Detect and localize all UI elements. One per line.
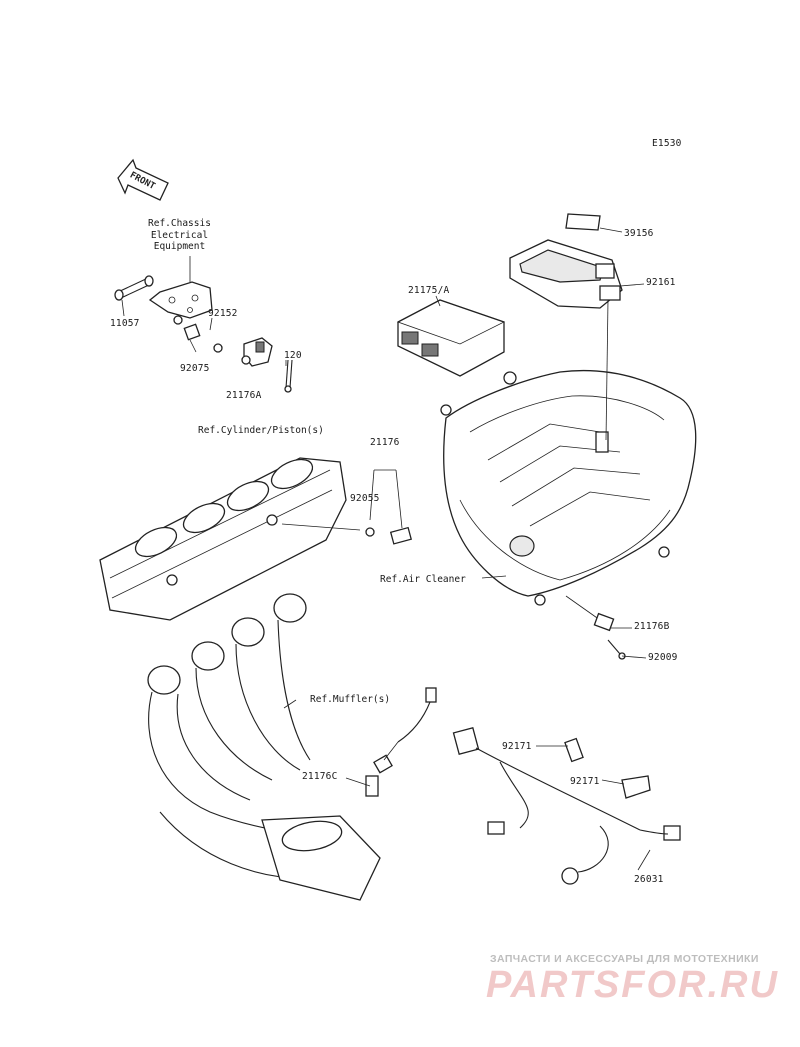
ref-chassis-electrical: Ref.Chassis Electrical Equipment <box>148 218 211 252</box>
o2-sensor <box>365 687 437 797</box>
ref-air-cleaner: Ref.Air Cleaner <box>380 574 466 585</box>
leader-lines <box>121 227 651 871</box>
air-cleaner-housing <box>440 299 697 606</box>
part-number-21176b[interactable]: 21176B <box>634 621 670 632</box>
part-number-92009[interactable]: 92009 <box>648 652 678 663</box>
part-number-92075[interactable]: 92075 <box>180 363 210 374</box>
intake-sensor <box>565 595 626 660</box>
ecu-cover <box>509 213 623 309</box>
watermark-tagline: ЗАПЧАСТИ И АКСЕССУАРЫ ДЛЯ МОТОТЕХНИКИ <box>490 953 759 965</box>
front-arrow-icon: FRONT <box>117 158 169 201</box>
part-number-120[interactable]: 120 <box>284 350 302 361</box>
part-number-92152[interactable]: 92152 <box>208 308 238 319</box>
part-number-92161[interactable]: 92161 <box>646 277 676 288</box>
part-number-92055[interactable]: 92055 <box>350 493 380 504</box>
exhaust-headers <box>147 593 381 901</box>
ref-muffler: Ref.Muffler(s) <box>310 694 391 705</box>
bracket-assembly <box>114 256 293 393</box>
part-number-21176[interactable]: 21176 <box>370 437 400 448</box>
part-number-21175a[interactable]: 21175/A <box>408 285 450 296</box>
watermark-brand-logo: PARTSFOR.RU <box>486 964 779 1006</box>
part-number-92171-clamp[interactable]: 92171 <box>570 776 600 787</box>
diagram-code: E1530 <box>652 138 682 149</box>
part-number-92171-clip[interactable]: 92171 <box>502 741 532 752</box>
part-number-21176c[interactable]: 21176C <box>302 771 338 782</box>
part-number-11057[interactable]: 11057 <box>110 318 140 329</box>
part-number-21176a[interactable]: 21176A <box>226 390 262 401</box>
part-number-26031[interactable]: 26031 <box>634 874 664 885</box>
temp-sensor <box>281 469 413 545</box>
cylinder-block <box>99 457 347 621</box>
ref-cylinder-piston: Ref.Cylinder/Piston(s) <box>198 425 324 436</box>
ecu-unit <box>397 299 506 377</box>
part-number-39156[interactable]: 39156 <box>624 228 654 239</box>
wiring-harness <box>452 726 681 885</box>
